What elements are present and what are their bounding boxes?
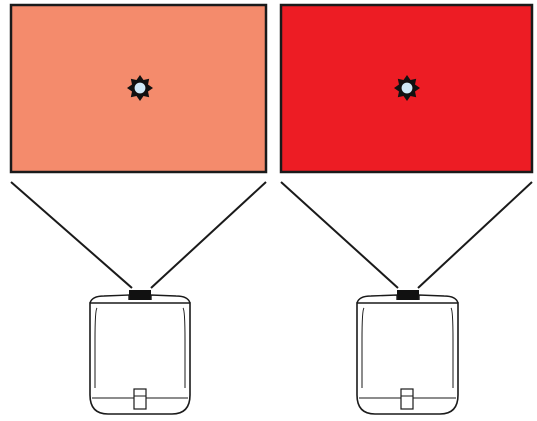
projector-right <box>356 290 459 415</box>
beam-line-right <box>417 181 533 289</box>
projector-foot <box>400 388 414 410</box>
projector-top <box>89 294 191 304</box>
projector-front-panel <box>361 307 454 388</box>
projector-foot <box>133 388 147 410</box>
sun-burst-icon <box>394 75 420 101</box>
projector-lens <box>397 290 419 300</box>
projector-front-panel <box>94 307 186 388</box>
beam-line-left <box>10 181 133 289</box>
right-panel <box>279 3 534 415</box>
sun-burst-icon <box>127 75 153 101</box>
projector-body <box>356 302 459 415</box>
projector-left <box>89 290 191 415</box>
beam-line-right <box>150 181 267 289</box>
beam-line-left <box>280 181 399 289</box>
projector-body <box>89 302 191 415</box>
left-panel <box>9 3 268 415</box>
projector-lens <box>129 290 151 300</box>
projector-top <box>356 294 459 304</box>
